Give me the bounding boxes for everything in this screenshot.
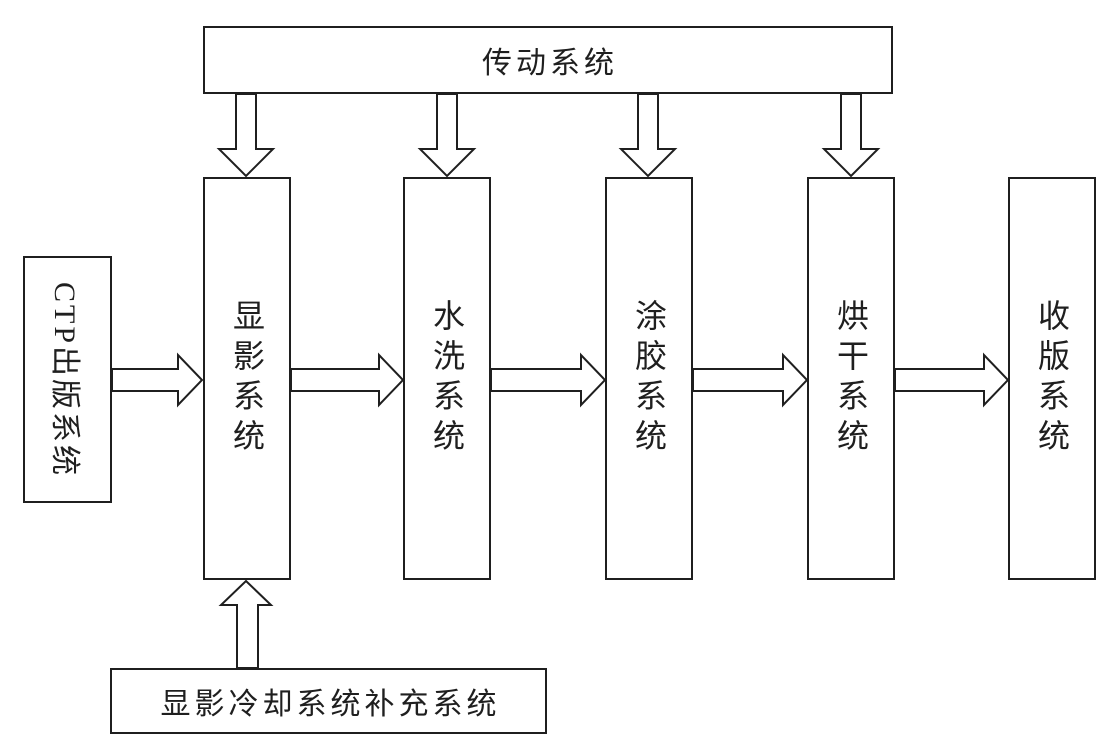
arrow-transmission-to-developing <box>216 93 276 178</box>
arrow-drying-to-collecting <box>894 352 1010 408</box>
node-label: 水洗系统 <box>429 298 465 459</box>
arrow-transmission-to-drying <box>821 93 881 178</box>
node-label: 显影系统 <box>229 298 265 459</box>
arrow-ctp-to-developing <box>111 352 204 408</box>
node-ctp-publishing-system: CTP出版系统 <box>23 256 112 503</box>
node-developing-system: 显影系统 <box>203 177 291 580</box>
arrow-developing-to-washing <box>290 352 405 408</box>
node-drying-system: 烘干系统 <box>807 177 895 580</box>
node-label: CTP出版系统 <box>47 281 81 478</box>
node-washing-system: 水洗系统 <box>403 177 491 580</box>
node-label: 涂胶系统 <box>631 298 667 459</box>
node-label: 烘干系统 <box>833 298 869 459</box>
node-transmission-system: 传动系统 <box>203 26 893 94</box>
node-gluing-system: 涂胶系统 <box>605 177 693 580</box>
node-label: 收版系统 <box>1034 298 1070 459</box>
node-label: 传动系统 <box>482 47 618 80</box>
arrow-transmission-to-gluing <box>618 93 678 178</box>
node-label: 显影冷却系统补充系统 <box>160 688 501 721</box>
arrow-replenisher-to-developing <box>218 579 274 669</box>
node-developer-cooling-replenish-system: 显影冷却系统补充系统 <box>110 668 547 734</box>
arrow-gluing-to-drying <box>692 352 809 408</box>
arrow-transmission-to-washing <box>417 93 477 178</box>
node-plate-collecting-system: 收版系统 <box>1008 177 1096 580</box>
arrow-washing-to-gluing <box>490 352 607 408</box>
